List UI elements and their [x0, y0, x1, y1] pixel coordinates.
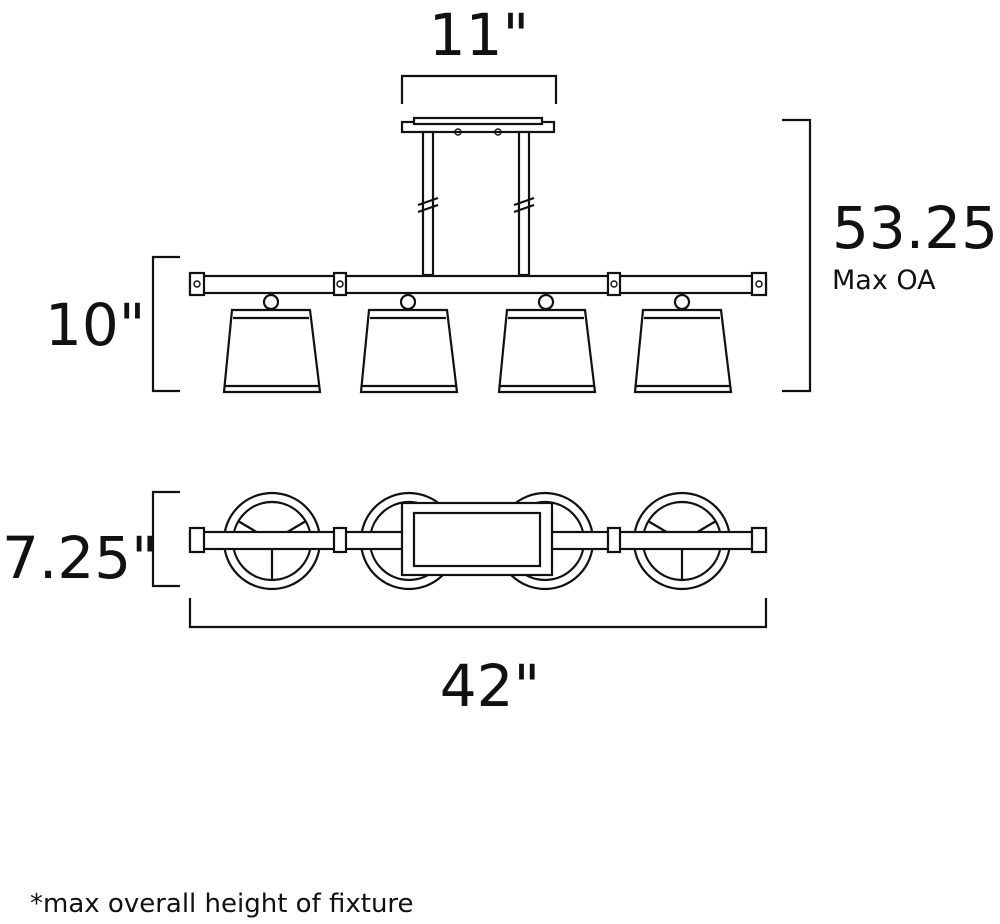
canopy-top	[400, 501, 554, 577]
fixture-bar	[188, 271, 768, 297]
overall-height-note: Max OA	[832, 265, 936, 296]
dimension-lines	[151, 74, 812, 629]
shade-height-label: 10"	[45, 291, 145, 359]
top-view	[188, 491, 768, 591]
lamp-shades	[222, 293, 733, 394]
canopy	[400, 116, 556, 136]
overall-height-label: 53.25"	[832, 194, 1000, 262]
lamp-shade-4	[633, 293, 733, 394]
lamp-shade-2	[359, 293, 459, 394]
length-label: 42"	[440, 652, 540, 720]
down-rods	[417, 130, 535, 277]
side-elevation-view	[188, 116, 768, 394]
depth-label: 7.25"	[2, 524, 158, 592]
footnote: *max overall height of fixture	[30, 889, 414, 919]
canopy-width-label: 11"	[429, 1, 529, 69]
lamp-shade-1	[222, 293, 322, 394]
lamp-shade-3	[497, 293, 597, 394]
